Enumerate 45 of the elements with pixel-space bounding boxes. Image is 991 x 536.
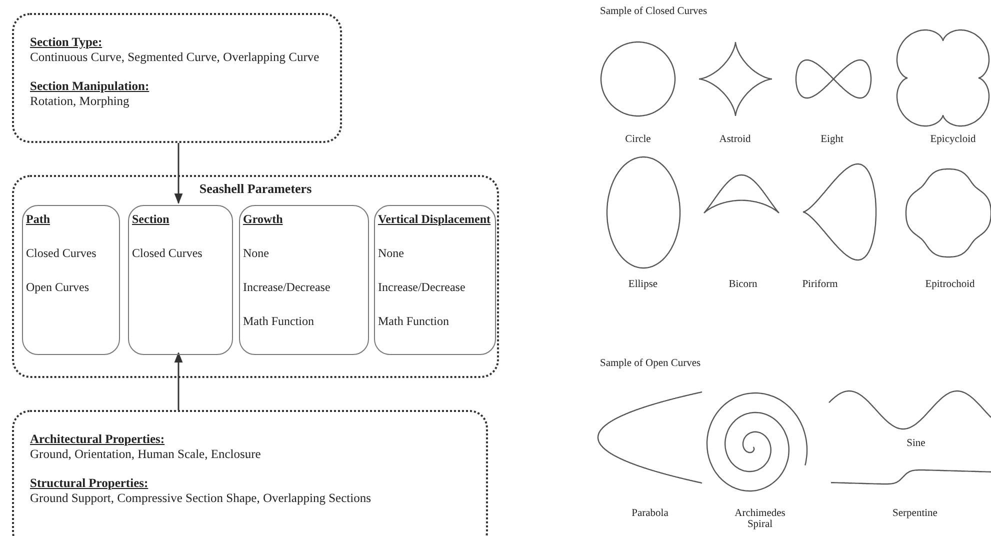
body-text: Ground, Orientation, Human Scale, Enclosure xyxy=(30,447,262,462)
column-heading: Section xyxy=(132,212,170,227)
arrow xyxy=(174,352,183,410)
curve-name: Serpentine xyxy=(892,508,938,519)
group-box xyxy=(12,175,499,378)
curve-name: Bicorn xyxy=(728,279,758,290)
section-heading: Section Manipulation: xyxy=(30,79,150,94)
column-heading: Path xyxy=(26,212,51,227)
caption-text: Sample of Open Curves xyxy=(600,358,702,369)
curve-name: Epitrochoid xyxy=(924,279,976,290)
column-heading: Vertical Displacement xyxy=(378,212,492,227)
section-heading: Section Type: xyxy=(30,35,104,50)
section-heading: Architectural Properties: xyxy=(30,432,166,447)
list-item: Closed Curves xyxy=(132,246,204,261)
group-title: Seashell Parameters xyxy=(198,181,313,197)
body-text: Continuous Curve, Segmented Curve, Overlapping Curve xyxy=(30,50,320,65)
body-text: Ground Support, Compressive Section Shape, Overlapping Sections xyxy=(30,491,372,506)
list-item: None xyxy=(243,246,270,261)
arrow xyxy=(174,143,183,204)
curve-name: Ellipse xyxy=(627,279,659,290)
curve-name: Epicycloid xyxy=(929,134,977,145)
curve-name: Parabola xyxy=(630,508,670,519)
column-heading: Growth xyxy=(243,212,284,227)
curve-name: Piriform xyxy=(801,279,839,290)
section-heading: Structural Properties: xyxy=(30,476,150,491)
list-item: Closed Curves xyxy=(26,246,98,261)
list-item: Math Function xyxy=(378,314,450,329)
curve-name: Sine xyxy=(906,438,926,449)
parameter-box xyxy=(239,205,369,355)
parameter-box xyxy=(22,205,120,355)
curve-name: Archimedes Spiral xyxy=(734,508,786,530)
note-box xyxy=(12,13,342,143)
list-item: Open Curves xyxy=(26,280,90,295)
list-item: Math Function xyxy=(243,314,315,329)
curve-name: Astroid xyxy=(718,134,752,145)
parameter-box xyxy=(128,205,233,355)
body-text: Rotation, Morphing xyxy=(30,94,130,109)
list-item: Increase/Decrease xyxy=(378,280,466,295)
note-box xyxy=(12,410,488,536)
list-item: None xyxy=(378,246,405,261)
parameter-box xyxy=(374,205,496,355)
curve-name: Circle xyxy=(624,134,652,145)
list-item: Increase/Decrease xyxy=(243,280,332,295)
caption-text: Sample of Closed Curves xyxy=(600,6,708,17)
curve-name: Eight xyxy=(820,134,844,145)
